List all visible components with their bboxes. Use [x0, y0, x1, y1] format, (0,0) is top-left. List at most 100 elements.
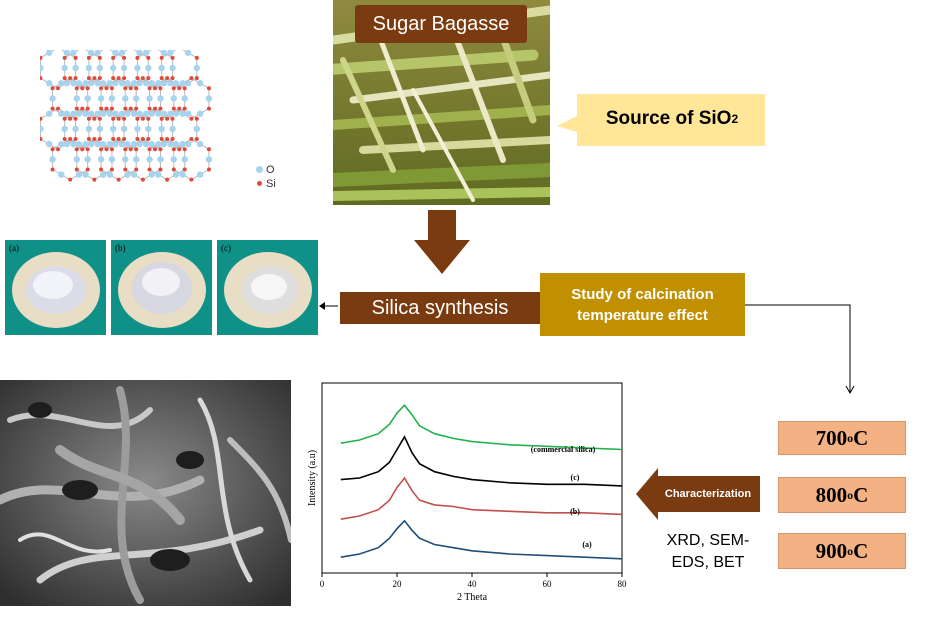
silicon-atom [50, 167, 55, 172]
silicon-atom [92, 76, 97, 81]
silicon-atom [159, 137, 164, 142]
series-label-1: (c) [571, 473, 580, 482]
silicon-atom [206, 106, 211, 111]
oxygen-atom [118, 110, 126, 117]
oxygen-atom [160, 140, 167, 148]
connector-arrow [745, 304, 855, 395]
oxygen-atom [158, 125, 165, 133]
silicon-atom [85, 86, 90, 91]
oxygen-atom [160, 50, 167, 56]
oxygen-atom [97, 156, 105, 163]
sample-tile-c: (c) [217, 240, 318, 335]
oxygen-atom [108, 156, 116, 163]
silicon-atom [92, 116, 97, 121]
oxygen-atom [82, 140, 89, 148]
silicon-atom [104, 86, 109, 91]
oxygen-atom [112, 50, 119, 56]
silica-lattice-diagram [40, 50, 213, 182]
silicon-atom [134, 86, 139, 91]
silicon-atom [177, 147, 182, 152]
silicon-atom [97, 76, 102, 81]
oxygen-atom [106, 171, 114, 178]
oxygen-atom [61, 125, 68, 133]
oxygen-atom [61, 64, 68, 72]
silicon-atom [68, 137, 73, 142]
silicon-atom [99, 106, 104, 111]
oxygen-atom [70, 80, 77, 87]
silicon-atom [177, 86, 182, 91]
oxygen-atom [99, 140, 107, 148]
silicon-atom [171, 106, 176, 111]
oxygen-atom [96, 125, 104, 133]
silicon-atom [171, 86, 176, 91]
oxygen-atom [133, 156, 140, 163]
oxygen-atom [172, 171, 180, 178]
silicon-atom [123, 86, 128, 91]
silicon-atom [170, 55, 175, 60]
silicon-atom [146, 76, 151, 81]
legend-o: O [266, 164, 275, 176]
oxygen-atom [130, 171, 138, 178]
oxygen-atom [181, 156, 188, 163]
oxygen-atom [63, 140, 70, 148]
silicon-atom [140, 177, 145, 182]
oxygen-atom [112, 110, 119, 117]
silicon-atom [122, 116, 127, 121]
series-label-0: (commercial silica) [531, 445, 596, 454]
silicon-atom [50, 86, 55, 91]
silicon-atom [152, 106, 157, 111]
silicon-atom [104, 147, 109, 152]
silicon-atom [104, 106, 109, 111]
oxygen-atom [40, 64, 44, 72]
series-label-3: (a) [582, 540, 592, 549]
oxygen-atom [49, 95, 56, 102]
silicon-atom [159, 116, 164, 121]
oxygen-atom [148, 110, 155, 117]
silicon-atom [86, 55, 91, 60]
silicon-atom [171, 167, 176, 172]
oxygen-atom [196, 140, 204, 148]
silicon-atom [206, 86, 211, 91]
series-line-0 [340, 403, 623, 451]
silicon-atom [122, 55, 127, 60]
silicon-atom [74, 106, 79, 111]
oxygen-atom [155, 140, 162, 148]
oxygen-atom [130, 140, 138, 148]
oxygen-atom [99, 110, 107, 117]
sample-tile-a: (a) [5, 240, 106, 335]
oxygen-atom [122, 95, 129, 102]
silicon-atom [86, 137, 91, 142]
oxygen-atom [155, 110, 162, 117]
sem-texture-image [0, 380, 291, 606]
silicon-atom [165, 76, 170, 81]
silicon-atom [40, 76, 43, 81]
silicon-atom [109, 106, 114, 111]
oxygen-atom [94, 50, 101, 56]
silicon-atom [146, 116, 151, 121]
oxygen-atom [82, 80, 89, 87]
silicon-atom [152, 147, 157, 152]
silicon-atom [182, 147, 187, 152]
silicon-atom [56, 86, 60, 91]
oxygen-atom [155, 80, 162, 87]
silicon-atom [111, 137, 116, 142]
silicon-atom [140, 76, 145, 81]
silicon-atom [122, 137, 127, 142]
oxygen-atom [148, 171, 155, 178]
y-axis-label: Intensity (a.u) [307, 450, 318, 506]
silicon-atom [86, 116, 91, 121]
oxygen-atom [94, 110, 101, 117]
silicon-atom [62, 137, 67, 142]
silicon-atom [158, 86, 163, 91]
characterization-label: Characterization [664, 488, 752, 500]
silicon-atom [80, 86, 85, 91]
oxygen-atom [46, 110, 53, 117]
oxygen-atom [143, 50, 150, 56]
oxygen-atom [196, 80, 204, 87]
silicon-atom [135, 76, 140, 81]
oxygen-atom [46, 50, 53, 56]
oxygen-atom [85, 64, 93, 72]
